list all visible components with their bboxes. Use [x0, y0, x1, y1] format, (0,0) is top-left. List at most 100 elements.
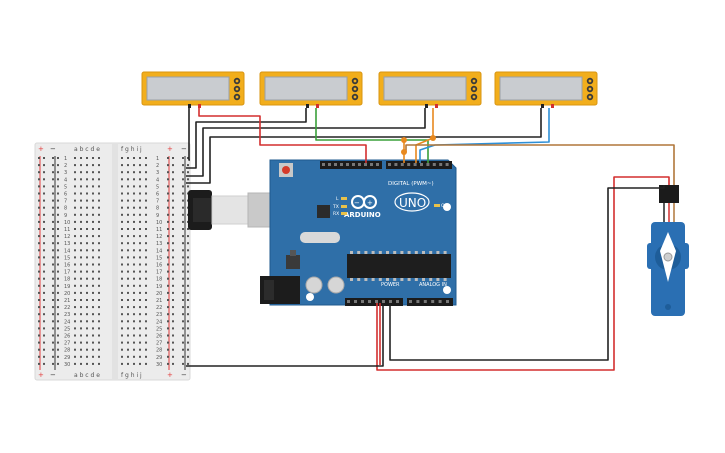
servo-motor[interactable]: [647, 185, 689, 316]
breadboard-row-number: 19: [156, 284, 162, 290]
digital-label: DIGITAL (PWM~): [388, 181, 434, 187]
breadboard-row-number: 19: [64, 284, 70, 290]
wires: [186, 108, 675, 371]
breadboard-row-number: 16: [64, 263, 70, 269]
atmega-chip: [347, 254, 451, 278]
breadboard-plus-left-bottom: +: [38, 371, 44, 379]
arduino-uno-board[interactable]: DIGITAL (PWM~) − + ARDUINO UNO L TX RX O…: [260, 159, 457, 306]
breadboard-row-number: 7: [156, 199, 159, 205]
breadboard-row-number: 3: [156, 170, 159, 176]
voltage-regulator: [286, 255, 300, 269]
breadboard-cols-right-top: f g h i j: [121, 146, 142, 153]
breadboard-row-number: 13: [156, 241, 162, 247]
breadboard-row-number: 2: [64, 163, 67, 169]
wire-black-bb: [186, 303, 384, 367]
breadboard-row-number: 14: [156, 248, 162, 254]
wire-green-s2: [315, 108, 429, 163]
breadboard-row-number: 22: [64, 305, 70, 311]
tx-label: TX: [332, 204, 339, 210]
svg-text:−: −: [354, 199, 360, 207]
breadboard-row-number: 22: [156, 305, 162, 311]
breadboard-row-number: 16: [156, 263, 162, 269]
wire-red-s1: [198, 108, 367, 163]
servo-connector: [659, 185, 679, 203]
breadboard-row-number: 14: [64, 248, 70, 254]
wire-black-gnd: [389, 185, 665, 361]
breadboard-cols-left-top: a b c d e: [74, 146, 100, 153]
breadboard-row-number: 11: [156, 227, 162, 233]
breadboard-row-number: 23: [156, 312, 162, 318]
breadboard-row-number: 6: [64, 192, 67, 198]
breadboard-minus-left-bottom: −: [50, 371, 56, 379]
digital-header-high[interactable]: [320, 161, 382, 169]
breadboard-row-number: 30: [64, 362, 70, 368]
breadboard-row-number: 30: [156, 362, 162, 368]
breadboard-row-number: 4: [64, 177, 67, 183]
breadboard-row-number: 1: [156, 156, 159, 162]
breadboard-row-number: 18: [156, 277, 162, 283]
breadboard-row-number: 10: [156, 220, 162, 226]
breadboard-row-number: 18: [64, 277, 70, 283]
sensor-module-3[interactable]: [378, 71, 482, 108]
breadboard-cols-right-bottom: f g h i j: [121, 372, 142, 379]
crystal: [300, 232, 340, 243]
sensor-module-1[interactable]: [141, 71, 245, 108]
breadboard-row-number: 29: [64, 355, 70, 361]
breadboard-row-number: 21: [64, 298, 70, 304]
wire-black-s2: [186, 108, 307, 169]
breadboard-row-number: 28: [64, 348, 70, 354]
breadboard-cols-left-bottom: a b c d e: [74, 372, 100, 379]
breadboard-row-number: 12: [64, 234, 70, 240]
breadboard-row-number: 24: [64, 319, 70, 325]
tx-led: [341, 205, 347, 208]
breadboard-row-number: 10: [64, 220, 70, 226]
wire-black-s1: [188, 108, 190, 161]
breadboard-minus-right-bottom: −: [181, 371, 187, 379]
digital-header-low[interactable]: [386, 161, 452, 169]
on-led: [434, 204, 440, 207]
mounting-hole: [306, 293, 314, 301]
wire-black-s4: [186, 108, 542, 184]
breadboard-row-number: 26: [64, 334, 70, 340]
wire-orange-b: [415, 108, 434, 163]
usb-chip: [317, 205, 330, 218]
rx-led: [341, 212, 347, 215]
breadboard-row-number: 1: [64, 156, 67, 162]
breadboard-row-number: 15: [156, 255, 162, 261]
breadboard-plus-right-bottom: +: [167, 371, 173, 379]
breadboard-row-number: 27: [64, 341, 70, 347]
breadboard-minus-right: −: [181, 145, 187, 153]
breadboard-row-number: 20: [64, 291, 70, 297]
analog-header[interactable]: [407, 298, 453, 306]
breadboard-row-number: 29: [156, 355, 162, 361]
breadboard-row-number: 2: [156, 163, 159, 169]
breadboard-minus-left: −: [50, 145, 56, 153]
capacitor: [305, 276, 323, 294]
breadboard-row-number: 8: [64, 206, 67, 212]
rx-label: RX: [333, 211, 339, 217]
on-label: ON: [441, 203, 448, 209]
breadboard-row-number: 5: [64, 184, 67, 190]
breadboard-row-number: 17: [64, 270, 70, 276]
uno-badge: [394, 192, 430, 212]
power-label: POWER: [381, 282, 400, 288]
arduino-logo: − +: [351, 195, 377, 209]
breadboard-row-number: 8: [156, 206, 159, 212]
arduino-model: UNO: [399, 196, 426, 210]
breadboard-plus-right: +: [167, 145, 173, 153]
wire-black-s3: [186, 108, 426, 177]
power-header[interactable]: [345, 298, 403, 306]
breadboard-row-number: 25: [156, 326, 162, 332]
breadboard-row-number: 28: [156, 348, 162, 354]
breadboard-row-number: 15: [64, 255, 70, 261]
mounting-hole: [443, 286, 451, 294]
sensor-module-2[interactable]: [259, 71, 363, 108]
breadboard-row-number: 20: [156, 291, 162, 297]
mounting-hole: [443, 203, 451, 211]
sensor-module-4[interactable]: [494, 71, 598, 108]
breadboard-plus-left: +: [38, 145, 44, 153]
breadboard-row-number: 5: [156, 184, 159, 190]
breadboard-row-number: 11: [64, 227, 70, 233]
breadboard-row-number: 17: [156, 270, 162, 276]
